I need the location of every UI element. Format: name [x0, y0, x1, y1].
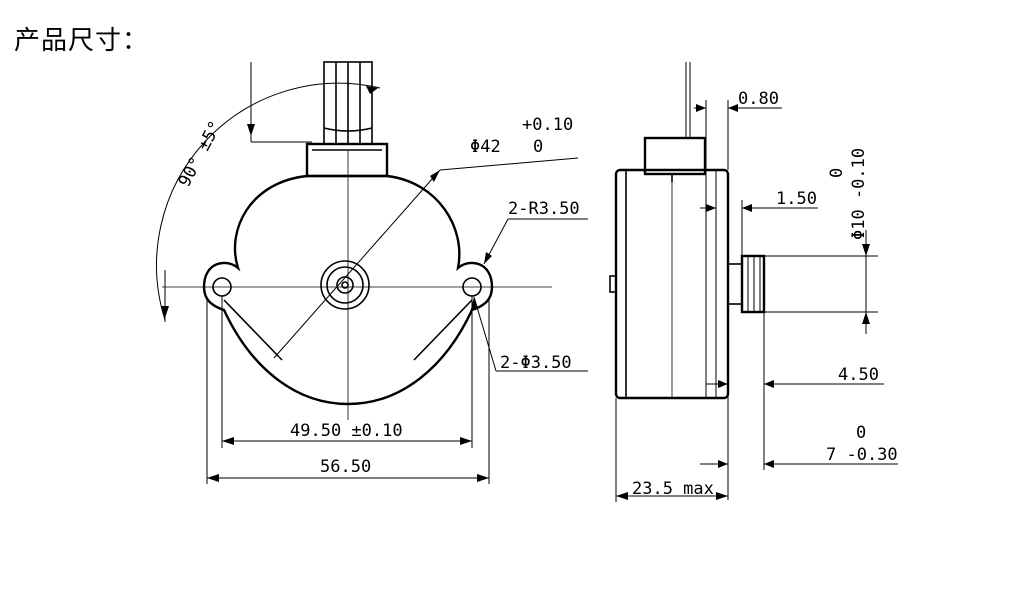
connector-block [305, 142, 389, 178]
pinion-gear [320, 260, 370, 310]
dim-7-label: 7 -0.30 [826, 445, 898, 465]
diameter-tol-upper: +0.10 [522, 115, 573, 135]
dim-0-80-label: 0.80 [738, 89, 779, 109]
diameter-tol-lower: 0 [533, 137, 543, 157]
hole-label: 2-Φ3.50 [500, 353, 572, 373]
side-gear [727, 254, 766, 314]
radius-label: 2-R3.50 [508, 199, 580, 219]
side-view: 0.80 1.50 0 Φ10 -0.10 4.50 0 7 -0.30 23.… [609, 62, 898, 502]
gear-dia-label: Φ10 -0.10 [849, 148, 869, 240]
diameter-label: Φ42 [470, 137, 501, 157]
hole-spacing-label: 49.50 ±0.10 [290, 421, 403, 441]
cable-bundle [323, 61, 373, 145]
side-connector [643, 136, 707, 176]
gear-dia-tol-upper: 0 [827, 168, 847, 178]
depth-label: 23.5 max [632, 479, 714, 499]
dim-1-50-label: 1.50 [776, 189, 817, 209]
angle-label: 90° ±5° [175, 118, 226, 191]
page-title: 产品尺寸： [14, 26, 150, 56]
front-view: 90° ±5° Φ42 +0.10 0 2-R3.50 2-Φ3.50 49.5… [156, 61, 588, 484]
dim-4-50-label: 4.50 [838, 365, 879, 385]
dim-7-upper: 0 [856, 423, 866, 443]
overall-width-label: 56.50 [320, 457, 371, 477]
